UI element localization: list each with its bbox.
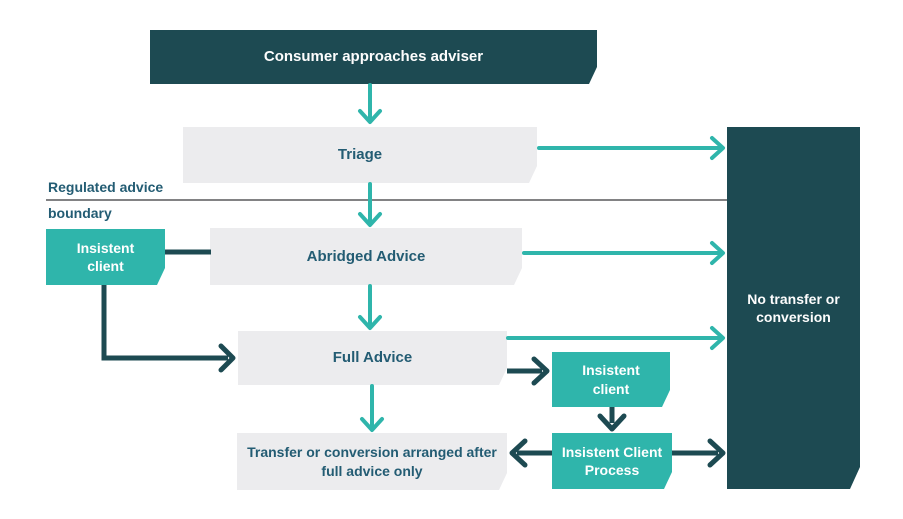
arrow-triage-to-no-transfer [537, 136, 725, 160]
arrow-full-to-no-transfer [506, 326, 725, 350]
node-label: Triage [337, 146, 383, 164]
node-label: Insistent client [76, 239, 135, 274]
node-label: Abridged Advice [306, 247, 426, 265]
node-insistent-client-process: Insistent Client Process [552, 433, 672, 489]
node-no-transfer-or-conversion: No transfer or conversion [727, 127, 860, 489]
node-label: Transfer or conversion arranged after fu… [247, 444, 497, 479]
arrow-consumer-to-triage [358, 83, 382, 124]
regulated-advice-boundary-label-line1: Regulated advice [48, 179, 164, 195]
arrow-insistent-left-to-full [101, 285, 236, 373]
arrow-triage-to-abridged [358, 182, 382, 227]
node-label: Consumer approaches adviser [263, 48, 484, 66]
arrow-full-to-insistent-right [507, 356, 550, 386]
node-triage: Triage [183, 127, 537, 183]
arrow-abridged-to-full [358, 284, 382, 330]
node-insistent-client-right: Insistent client [552, 352, 670, 407]
arrow-insistent-right-to-process [597, 407, 627, 432]
regulated-advice-boundary-label-line2: boundary [48, 205, 112, 221]
node-transfer-after-full-advice-only: Transfer or conversion arranged after fu… [237, 433, 507, 490]
arrow-full-to-transfer [360, 384, 384, 432]
node-abridged-advice: Abridged Advice [210, 228, 522, 285]
node-full-advice: Full Advice [238, 331, 507, 385]
node-label: Insistent client [582, 362, 640, 397]
arrow-process-to-transfer [509, 438, 552, 468]
node-label: Full Advice [332, 349, 413, 367]
node-label: Insistent Client Process [561, 443, 663, 478]
arrow-process-to-no-transfer [672, 438, 726, 468]
node-consumer-approaches-adviser: Consumer approaches adviser [150, 30, 597, 84]
arrow-abridged-to-no-transfer [522, 241, 725, 265]
node-insistent-client-left: Insistent client [46, 229, 165, 285]
node-label: No transfer or conversion [747, 290, 840, 325]
